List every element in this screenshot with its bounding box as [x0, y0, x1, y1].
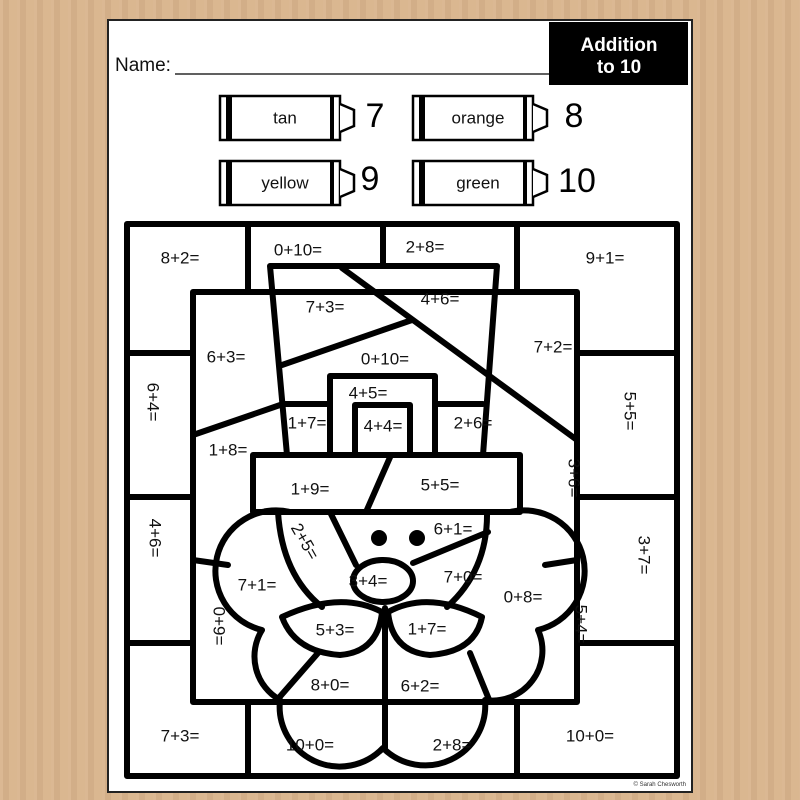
mustache-right	[385, 599, 485, 658]
crayon-label: tan	[273, 108, 297, 127]
equation: 0+9=	[210, 607, 229, 646]
crayon-tan: tan 7	[218, 94, 385, 142]
crayon-tip-icon	[532, 167, 549, 199]
equation: 5+4=	[572, 605, 591, 644]
hat-crown	[267, 263, 500, 458]
crayon-tip-icon	[339, 167, 356, 199]
equation: 1+7=	[408, 619, 447, 638]
crayon-orange: orange 8	[411, 94, 584, 142]
equation: 1+7=	[288, 413, 327, 432]
equation: 8+2=	[161, 248, 200, 267]
crayon-tip-icon	[339, 102, 356, 134]
eye-right	[409, 530, 425, 546]
equation: 5+3=	[316, 620, 355, 639]
equation: 2+8=	[433, 735, 472, 754]
crayon-label: yellow	[261, 173, 309, 192]
equation: 6+3=	[207, 347, 246, 366]
title-box	[549, 22, 688, 85]
equation: 4+6=	[146, 519, 165, 558]
equation: 4+6=	[421, 289, 460, 308]
equation: 6+4=	[144, 383, 163, 422]
crayon-number: 7	[366, 97, 385, 135]
nose	[350, 557, 416, 605]
crayon-green: green 10	[411, 159, 596, 207]
equation: 7+0=	[444, 567, 483, 586]
equation: 1+9=	[291, 479, 330, 498]
equations: 8+2= 0+10= 2+8= 9+1= 7+3= 4+6= 6+3= 7+2=…	[144, 237, 654, 754]
equation: 5+5=	[621, 392, 640, 431]
crayon-number: 10	[558, 162, 596, 200]
color-by-number-picture: 8+2= 0+10= 2+8= 9+1= 7+3= 4+6= 6+3= 7+2=…	[124, 221, 680, 779]
equation: 2+6=	[454, 413, 493, 432]
equation: 3+4=	[349, 571, 388, 590]
equation: 3+7=	[635, 536, 654, 575]
name-label: Name:	[115, 55, 171, 76]
crayon-label: orange	[452, 108, 505, 127]
equation: 8+0=	[311, 675, 350, 694]
crayon-label: green	[456, 173, 499, 192]
equation: 7+1=	[238, 575, 277, 594]
equation: 7+3=	[161, 726, 200, 745]
equation: 4+4=	[364, 416, 403, 435]
equation: 7+3=	[306, 297, 345, 316]
title: Addition	[580, 35, 657, 56]
hat-band	[327, 373, 438, 458]
equation: 0+10=	[361, 349, 409, 368]
equation: 4+5=	[349, 383, 388, 402]
equation: 7+2=	[534, 337, 573, 356]
equation: 6+2=	[401, 676, 440, 695]
equation: 10+0=	[566, 726, 614, 745]
face-beard	[212, 507, 588, 770]
equation: 0+10=	[274, 240, 322, 259]
copyright: © Sarah Chesworth	[634, 781, 686, 788]
crayon-number: 8	[565, 97, 584, 135]
crayon-tip-icon	[532, 102, 549, 134]
equation: 6+1=	[434, 519, 473, 538]
crayon-number: 9	[361, 160, 380, 198]
crayon-yellow: yellow 9	[218, 159, 380, 207]
equation: 0+8=	[504, 587, 543, 606]
equation: 9+1=	[586, 248, 625, 267]
eye-left	[371, 530, 387, 546]
equation: 2+8=	[406, 237, 445, 256]
equation: 1+8=	[209, 440, 248, 459]
equation: 3+6=	[565, 459, 584, 498]
mustache-left	[279, 599, 385, 658]
title-sub: to 10	[597, 57, 641, 78]
equation: 5+5=	[421, 475, 460, 494]
equation: 10+0=	[286, 735, 334, 754]
